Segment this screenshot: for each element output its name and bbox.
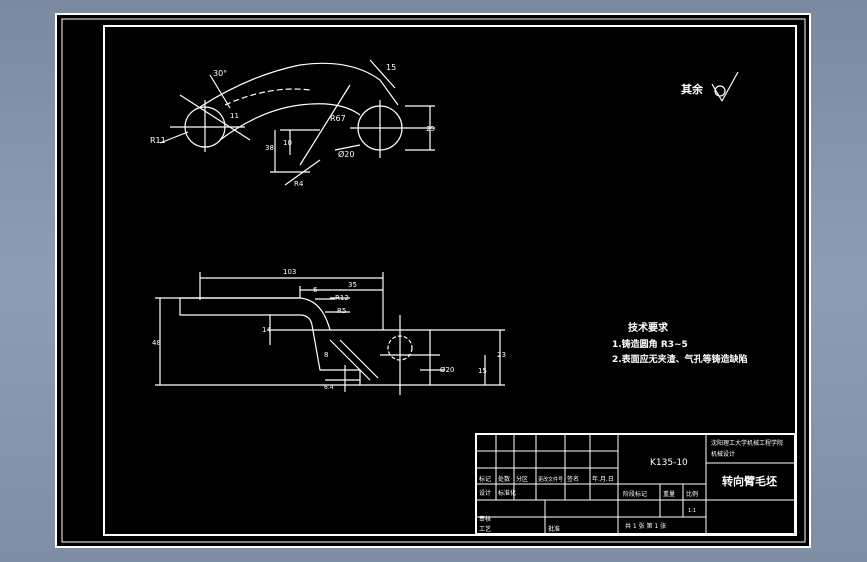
row-label-process: 工艺	[479, 525, 491, 533]
designer-entry: 标准化	[498, 489, 516, 497]
col-label-zone: 分区	[516, 475, 528, 483]
tech-req-title: 技术要求	[628, 321, 669, 334]
dim-line-r67	[299, 84, 351, 166]
surface-finish-label: 其余	[681, 82, 704, 96]
web-line-2	[339, 339, 379, 379]
dim-10: 10	[283, 139, 292, 147]
sheet-count: 共 1 张 第 1 张	[625, 522, 666, 530]
arm-outline-bottom	[219, 103, 361, 141]
outer-border	[61, 18, 806, 543]
dim-8: 8	[324, 351, 328, 359]
dim-14: 14	[262, 326, 271, 334]
arm-centerline	[224, 88, 311, 106]
weight-label: 重量	[663, 490, 675, 498]
dim-line-30deg	[209, 74, 231, 109]
title-block	[475, 433, 796, 535]
dim-23: 23	[497, 351, 506, 359]
approve-label: 批准	[548, 525, 560, 533]
dim-6-4: 6.4	[324, 384, 334, 391]
dim-dia20-front: Ø20	[440, 366, 454, 374]
dim-15: 15	[386, 63, 396, 72]
dim-r5: R5	[337, 307, 346, 315]
drawing-sheet	[55, 13, 811, 548]
dim-103: 103	[283, 268, 296, 276]
dim-35: 35	[348, 281, 357, 289]
leader-dia20	[334, 144, 361, 151]
dim-r67: R67	[330, 114, 346, 123]
top-view	[159, 59, 435, 186]
row-label-review: 审核	[479, 515, 491, 523]
dim-r11: R11	[150, 136, 166, 145]
row-label-mark: 标记	[479, 475, 491, 483]
scale-value: 1:1	[688, 508, 696, 514]
part-number: K135-10	[650, 458, 688, 468]
col-label-sign: 签名	[567, 475, 579, 483]
front-hole-hidden	[387, 335, 413, 361]
tech-req-item-2: 2.表面应无夹渣、气孔等铸造缺陷	[612, 353, 748, 365]
tech-req-item-1: 1.铸造圆角 R3~5	[612, 338, 688, 350]
dim-6: 6	[313, 286, 318, 294]
col-label-change: 更改文件号	[538, 476, 563, 483]
scale-label: 比例	[686, 490, 698, 498]
dim-15-front: 15	[478, 367, 487, 375]
org-line-1: 沈阳理工大学机械工程学院	[711, 439, 783, 447]
dim-r12: R12	[335, 294, 349, 302]
dim-25: 25	[426, 125, 435, 133]
col-label-count: 处数	[498, 475, 510, 483]
web-line-1	[329, 339, 371, 381]
row-label-design: 设计	[479, 489, 491, 497]
dim-r4: R4	[294, 180, 304, 188]
stage-label: 阶段标记	[623, 490, 647, 498]
dim-48: 48	[152, 339, 161, 347]
roughness-symbol-icon	[711, 71, 739, 102]
dim-11: 11	[230, 112, 239, 120]
dim-line-angle	[179, 94, 251, 141]
leader-r11	[159, 131, 189, 144]
leader-r4	[284, 159, 321, 186]
dim-38: 38	[265, 144, 274, 152]
inner-border	[103, 25, 797, 536]
dim-angle-30: 30°	[213, 69, 227, 78]
arm-outline-top	[199, 62, 399, 108]
dim-line-15	[369, 59, 396, 89]
part-name: 转向臂毛坯	[722, 474, 777, 488]
dim-dia20-top: Ø20	[338, 149, 354, 159]
col-label-date: 年.月.日	[592, 475, 614, 483]
front-view	[155, 272, 505, 395]
org-line-2: 机械设计	[711, 450, 735, 458]
